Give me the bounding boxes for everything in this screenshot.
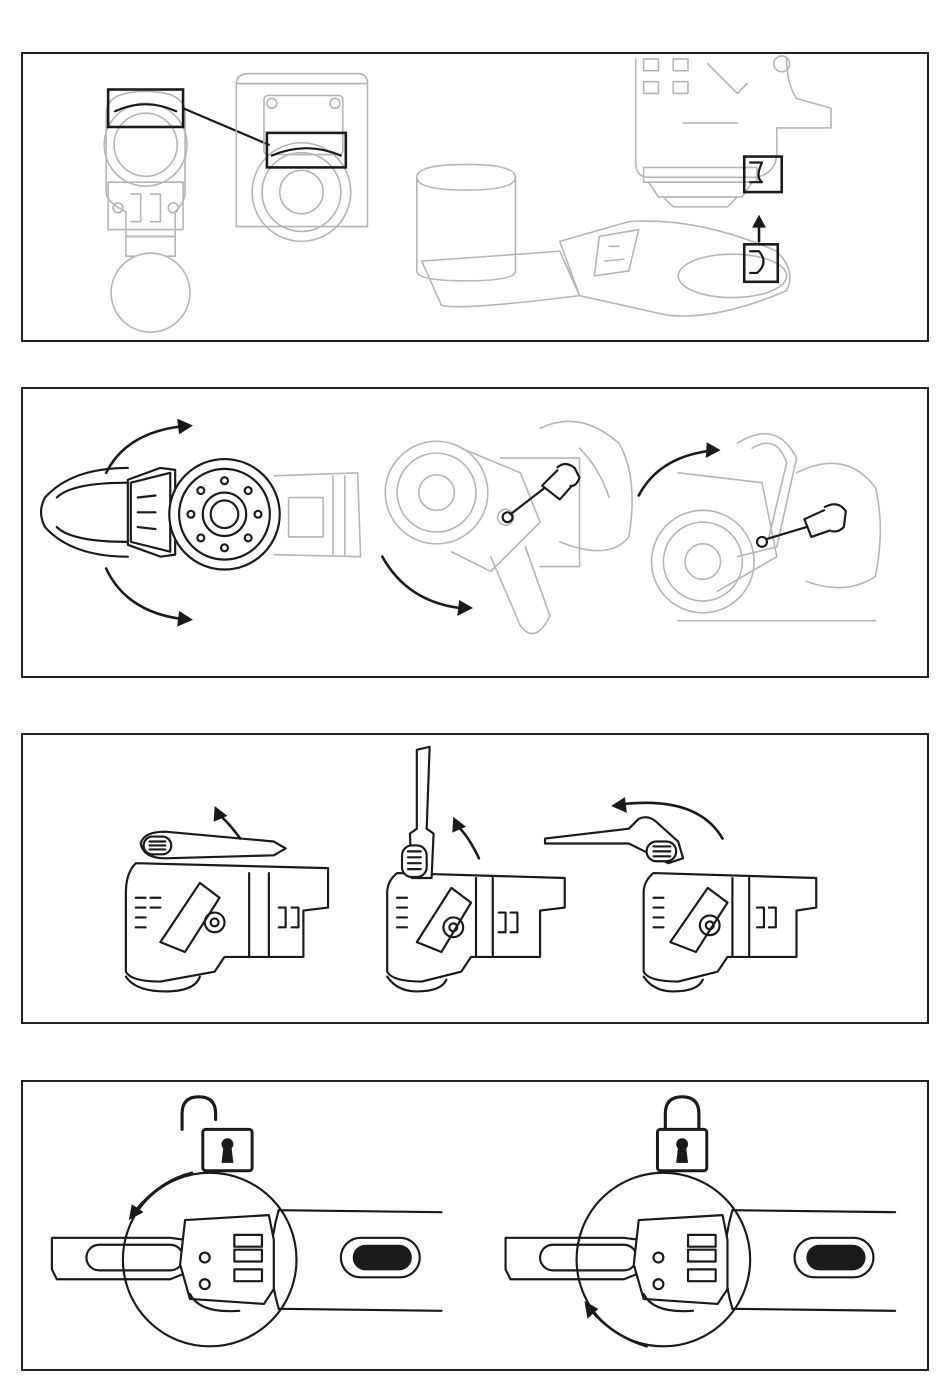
unlocked-padlock-icon (182, 1097, 252, 1171)
screw-tightening-icon (385, 421, 632, 633)
lock-unlock-illustration (23, 1082, 927, 1369)
blade-rotation-icon (41, 459, 361, 569)
tool-lock-view (506, 1210, 896, 1311)
tool-spindle-view (636, 56, 831, 207)
figure-panel-2 (21, 387, 929, 678)
figure-panel-4 (21, 1080, 929, 1371)
tool-head-adapter-view (236, 74, 367, 242)
locked-padlock-icon (657, 1097, 706, 1171)
tool-unlock-view (52, 1210, 442, 1311)
rotation-arrow-up (106, 426, 180, 472)
screw-tightening-icon-2 (652, 434, 881, 621)
figure-panel-1 (21, 52, 929, 342)
detail-box-middle (267, 133, 346, 168)
accessory-with-blade (417, 164, 790, 316)
blade-rotation-illustration (23, 389, 927, 676)
lever-release-illustration (23, 735, 927, 1022)
tool-lever-open (387, 747, 565, 992)
figure-panel-3 (21, 733, 929, 1024)
tool-lever-reversed (545, 817, 816, 991)
rotation-arrow-down (106, 568, 180, 618)
tool-lever-closed (126, 832, 328, 992)
adapter-alignment-illustration (23, 54, 927, 340)
